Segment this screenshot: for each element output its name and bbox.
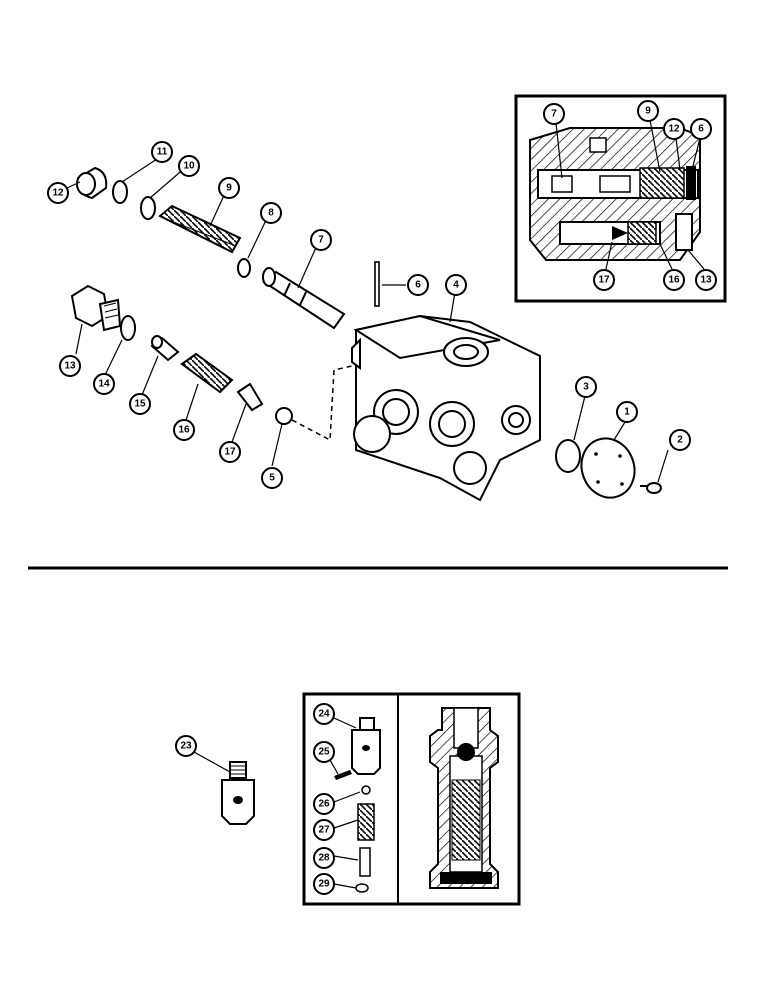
relief-valve-assembly: 23 24 25 26 27 28 29 — [175, 692, 521, 906]
svg-text:1: 1 — [624, 407, 630, 418]
part-25-pin — [334, 770, 352, 780]
svg-text:23: 23 — [180, 741, 192, 752]
svg-text:7: 7 — [318, 235, 324, 246]
part-8-retaining-ring — [237, 258, 251, 278]
callout-16: 16 — [173, 419, 195, 441]
svg-text:27: 27 — [318, 825, 330, 836]
part-1-cover-plate — [580, 437, 636, 499]
inset-callout-17: 17 — [593, 269, 615, 291]
svg-text:11: 11 — [157, 147, 168, 158]
part-11-snap-ring — [112, 180, 128, 204]
part-9-spring — [158, 204, 242, 254]
callout-17: 17 — [219, 441, 241, 463]
svg-text:29: 29 — [318, 879, 330, 890]
svg-text:28: 28 — [318, 853, 330, 864]
svg-text:13: 13 — [700, 275, 712, 286]
section-view-inset: 7 9 12 6 17 16 13 — [514, 94, 727, 303]
svg-text:6: 6 — [698, 124, 704, 135]
part-7-spool — [262, 267, 346, 330]
callout-14: 14 — [93, 373, 115, 395]
svg-text:16: 16 — [178, 425, 190, 436]
inset-callout-7: 7 — [543, 103, 565, 125]
part-14-o-ring — [120, 315, 136, 341]
svg-text:12: 12 — [52, 188, 64, 199]
callout-10: 10 — [178, 155, 200, 177]
part-12-plug — [76, 166, 108, 200]
part-4-valve-body — [351, 314, 541, 502]
callout-3: 3 — [575, 376, 597, 398]
callout-9: 9 — [218, 177, 240, 199]
part-6-pin — [374, 261, 380, 307]
svg-text:14: 14 — [98, 379, 110, 390]
callout-12: 12 — [47, 182, 69, 204]
callout-24: 24 — [313, 703, 335, 725]
callout-26: 26 — [313, 793, 335, 815]
callout-27: 27 — [313, 819, 335, 841]
leader-lines — [66, 158, 669, 483]
part-28-plunger — [359, 847, 371, 877]
part-2-screw — [640, 482, 662, 494]
svg-text:9: 9 — [645, 106, 651, 117]
svg-text:24: 24 — [318, 709, 330, 720]
callout-6: 6 — [407, 274, 429, 296]
part-13-plug-fitting — [70, 284, 122, 332]
relief-valve-cross-section — [429, 707, 499, 889]
part-16-spring — [180, 352, 234, 394]
part-5-seat — [275, 407, 293, 425]
callout-13: 13 — [59, 355, 81, 377]
inset-callout-9: 9 — [637, 100, 659, 122]
callout-4: 4 — [445, 274, 467, 296]
svg-text:10: 10 — [183, 161, 195, 172]
part-24-valve-body — [351, 717, 381, 775]
inset-callout-13: 13 — [695, 269, 717, 291]
part-3-o-ring — [555, 439, 581, 473]
svg-text:16: 16 — [668, 275, 680, 286]
inset-callout-16: 16 — [663, 269, 685, 291]
callout-5: 5 — [261, 467, 283, 489]
svg-text:26: 26 — [318, 799, 330, 810]
assembly-dashed-line — [291, 365, 353, 442]
callout-1: 1 — [616, 401, 638, 423]
callout-15: 15 — [129, 393, 151, 415]
callout-2: 2 — [669, 429, 691, 451]
callout-8: 8 — [260, 202, 282, 224]
callout-7: 7 — [310, 229, 332, 251]
svg-text:15: 15 — [134, 399, 146, 410]
inset-callout-12: 12 — [663, 118, 685, 140]
svg-text:3: 3 — [583, 382, 589, 393]
inset-callout-6: 6 — [690, 118, 712, 140]
svg-text:4: 4 — [453, 280, 459, 291]
svg-text:8: 8 — [268, 208, 274, 219]
svg-text:17: 17 — [224, 447, 236, 458]
part-17-poppet — [236, 382, 264, 412]
part-26-ball — [361, 785, 371, 795]
svg-text:9: 9 — [226, 183, 232, 194]
svg-text:7: 7 — [551, 109, 557, 120]
callout-29: 29 — [313, 873, 335, 895]
svg-text:25: 25 — [318, 747, 330, 758]
svg-text:5: 5 — [269, 473, 275, 484]
callout-25: 25 — [313, 741, 335, 763]
part-15-sleeve — [150, 335, 180, 362]
svg-text:17: 17 — [598, 275, 610, 286]
svg-text:13: 13 — [64, 361, 76, 372]
part-23-relief-valve — [193, 751, 255, 825]
svg-text:6: 6 — [415, 280, 421, 291]
callout-28: 28 — [313, 847, 335, 869]
part-27-spring — [357, 803, 375, 841]
valve-exploded-view: 12 11 10 9 8 7 6 4 13 14 15 16 17 5 3 1 … — [47, 141, 691, 502]
svg-text:2: 2 — [677, 435, 683, 446]
part-10-washer — [140, 196, 156, 220]
callout-11: 11 — [151, 141, 173, 163]
callout-23: 23 — [175, 735, 197, 757]
svg-text:12: 12 — [668, 124, 680, 135]
part-29-disc — [355, 883, 369, 893]
